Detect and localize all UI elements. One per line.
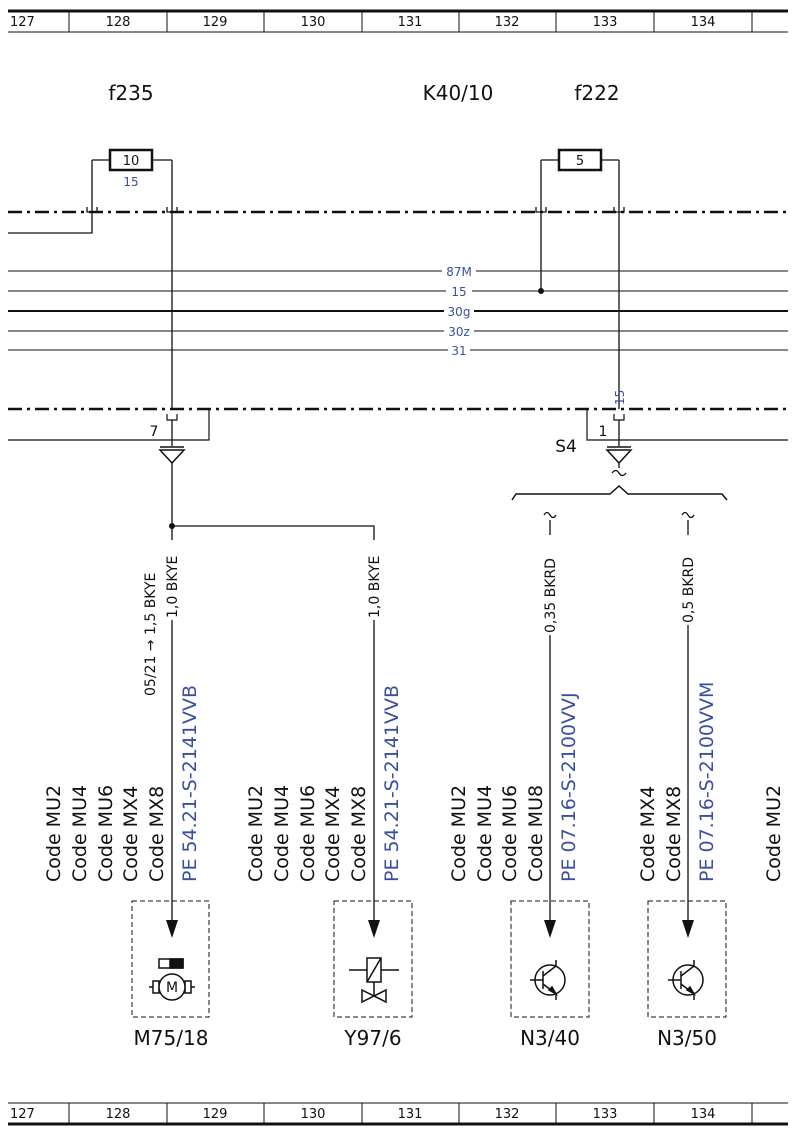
code-label: Code MX4 [120, 786, 142, 882]
wire-y97 [172, 525, 375, 932]
f222-pin-circuit: 15 [613, 390, 627, 405]
ruler-cell: 132 [495, 15, 520, 30]
bus-label: 30g [448, 305, 471, 319]
fuse-f235-circuit: 15 [123, 175, 138, 189]
ruler-cell: 127 [10, 15, 35, 30]
connector-boxes [8, 409, 788, 441]
wire-label: 05/21 → 1,5 BKYE [143, 573, 159, 696]
transistor-icon [668, 960, 704, 1000]
code-label: Code MX8 [146, 786, 168, 882]
code-label: Code MU4 [271, 785, 293, 882]
arrow-down-icon [544, 920, 556, 938]
fuse-f222 [540, 148, 620, 212]
connector-triangle-icon [605, 446, 633, 465]
code-group-3: Code MU2 Code MU4 Code MU6 Code MU8 [448, 785, 547, 882]
tilde-icon [611, 469, 627, 477]
code-group-4: Code MX4 Code MX8 [637, 786, 685, 882]
ruler-cell: 130 [301, 1107, 326, 1122]
code-group-5: Code MU2 [763, 785, 785, 882]
code-label: Code MU2 [43, 785, 65, 882]
junction-dot [538, 288, 544, 294]
arrow-down-icon [166, 920, 178, 938]
code-label: Code MU6 [95, 785, 117, 882]
f235-pin-label: 7 [150, 424, 159, 440]
relay-k40-label: K40/10 [423, 81, 494, 105]
ruler-cell: 129 [203, 15, 228, 30]
device-boxes [131, 900, 727, 1018]
arrow-down-icon [368, 920, 380, 938]
arrow-down-icon [682, 920, 694, 938]
ruler-cell: 127 [10, 1107, 35, 1122]
ruler-cell: 128 [106, 15, 131, 30]
device-label: N3/40 [520, 1026, 580, 1050]
code-label: Code MU8 [525, 785, 547, 882]
tilde-icon [543, 511, 557, 519]
motor-icon [149, 958, 195, 1001]
device-label: N3/50 [657, 1026, 717, 1050]
splice-brace [511, 484, 728, 501]
solenoid-valve-icon [349, 957, 399, 1004]
ruler-cell: 134 [691, 1107, 716, 1122]
code-label: Code MU4 [69, 785, 91, 882]
bus-label: 15 [451, 285, 466, 299]
ruler-cell: 133 [593, 1107, 618, 1122]
code-label: Code MX8 [663, 786, 685, 882]
bottom-ruler: 127 128 129 130 131 132 133 134 [8, 1102, 788, 1126]
code-group-1: Code MU2 Code MU4 Code MU6 Code MX4 Code… [43, 785, 168, 882]
f222-pin-label: 1 [599, 424, 608, 440]
code-label: Code MU6 [499, 785, 521, 882]
ruler-cell: 134 [691, 15, 716, 30]
ruler-cell: 132 [495, 1107, 520, 1122]
splice-s4-label: S4 [555, 437, 577, 457]
connector-triangle-icon [158, 446, 186, 465]
upper-terminals [86, 207, 625, 213]
fuse-f222-value: 5 [576, 154, 584, 169]
code-label: Code MU2 [245, 785, 267, 882]
fuse-f235-value: 10 [123, 154, 140, 169]
ruler-cell: 133 [593, 15, 618, 30]
code-label: Code MU2 [763, 785, 785, 882]
ruler-cell: 131 [398, 15, 423, 30]
device-label: M75/18 [134, 1026, 209, 1050]
feed-wire-f235 [8, 212, 93, 234]
arrow-icons [166, 920, 694, 938]
bus-label: 30z [448, 325, 470, 339]
ruler-cell: 128 [106, 1107, 131, 1122]
ruler-cell: 130 [301, 15, 326, 30]
transistor-icon [530, 960, 566, 1000]
pe-reference: PE 54.21-S-2141VVB [381, 685, 403, 882]
ruler-cell: 131 [398, 1107, 423, 1122]
bus-label: 31 [451, 344, 466, 358]
pe-reference: PE 54.21-S-2141VVB [179, 685, 201, 882]
wire-label: 0,5 BKRD [681, 557, 697, 623]
wire-label: 1,0 BKYE [367, 556, 383, 618]
fuse-f235-label: f235 [108, 81, 153, 105]
wire-label: 1,0 BKYE [165, 556, 181, 618]
pe-reference: PE 07.16-S-2100VVJ [558, 692, 580, 882]
bus-label: 87M [446, 265, 472, 279]
code-label: Code MU4 [474, 785, 496, 882]
code-label: Code MX4 [322, 786, 344, 882]
code-label: Code MX4 [637, 786, 659, 882]
wire-label: 0,35 BKRD [543, 558, 559, 633]
bus-lines [8, 270, 788, 351]
top-ruler: 127 128 129 130 131 132 133 134 [8, 9, 788, 33]
fuse-f222-label: f222 [574, 81, 619, 105]
ruler-cell: 129 [203, 1107, 228, 1122]
code-label: Code MU6 [297, 785, 319, 882]
fuse-f235 [91, 148, 173, 212]
pe-reference: PE 07.16-S-2100VVM [696, 682, 718, 882]
motor-letter: M [166, 980, 178, 996]
code-label: Code MX8 [348, 786, 370, 882]
code-label: Code MU2 [448, 785, 470, 882]
tilde-icon [681, 511, 695, 519]
device-label: Y97/6 [343, 1026, 401, 1050]
code-group-2: Code MU2 Code MU4 Code MU6 Code MX4 Code… [245, 785, 370, 882]
bus-labels: 87M 15 30g 30z 31 [442, 264, 476, 358]
